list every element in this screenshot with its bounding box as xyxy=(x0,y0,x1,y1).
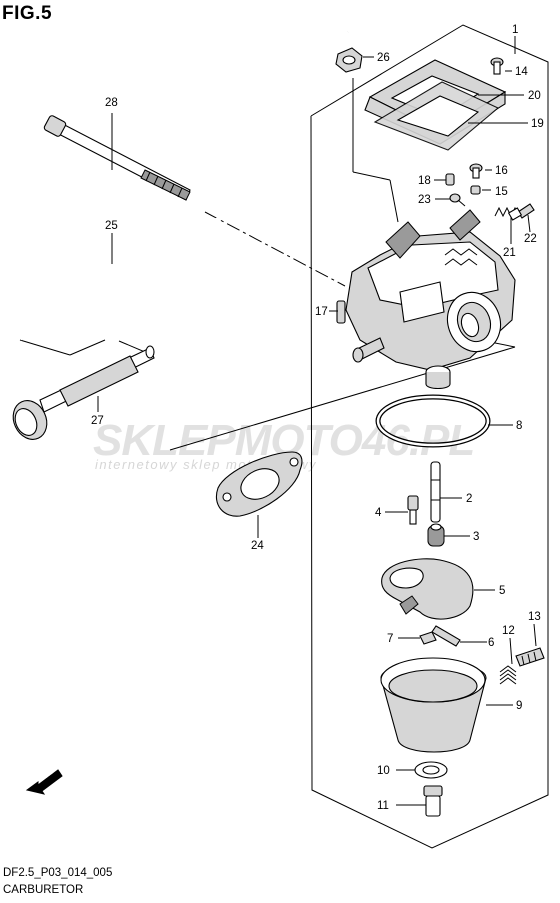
callout-labels: 1 2 3 4 5 6 7 8 9 10 11 12 13 14 15 16 1… xyxy=(91,24,544,812)
callout-26: 26 xyxy=(377,52,390,64)
callout-17: 17 xyxy=(315,306,328,318)
callout-28: 28 xyxy=(105,97,118,109)
diagram-name: CARBURETOR xyxy=(3,884,84,896)
part-13-screw xyxy=(515,647,545,667)
part-26-clip xyxy=(335,47,363,73)
part-17-screw xyxy=(336,300,346,324)
callout-2: 2 xyxy=(466,493,472,505)
callout-25: 25 xyxy=(105,220,118,232)
callout-20: 20 xyxy=(528,90,541,102)
callout-21: 21 xyxy=(503,247,516,259)
callout-13: 13 xyxy=(528,611,541,623)
part-19-gasket xyxy=(373,81,500,151)
part-11-drain-bolt xyxy=(423,785,443,817)
callout-7: 7 xyxy=(387,633,393,645)
callout-1: 1 xyxy=(512,24,518,36)
callout-15: 15 xyxy=(495,186,508,198)
callout-4: 4 xyxy=(375,507,382,519)
diagram-code: DF2.5_P03_014_005 xyxy=(3,867,113,879)
part-18-jet xyxy=(445,173,455,186)
part-10-washer xyxy=(414,761,448,779)
part-2-nozzle xyxy=(430,461,441,523)
part-24-gasket xyxy=(216,451,303,517)
callout-22: 22 xyxy=(524,233,537,245)
callout-16: 16 xyxy=(495,165,508,177)
callout-11: 11 xyxy=(377,800,389,812)
callout-6: 6 xyxy=(488,637,494,649)
part-3-grommet xyxy=(427,523,445,547)
callout-24: 24 xyxy=(251,540,264,552)
callout-9: 9 xyxy=(516,700,522,712)
callout-8: 8 xyxy=(516,420,522,432)
callout-18: 18 xyxy=(418,175,431,187)
callout-14: 14 xyxy=(515,66,528,78)
callout-23: 23 xyxy=(418,194,431,206)
part-8-o-ring xyxy=(375,394,491,448)
part-15-washer xyxy=(470,185,481,195)
callout-3: 3 xyxy=(473,531,479,543)
part-7-needle xyxy=(419,631,437,645)
assembly-boundary xyxy=(310,24,549,849)
part-5-float xyxy=(381,558,474,620)
part-6-pin xyxy=(431,625,461,647)
part-27-choke-knob xyxy=(12,345,155,440)
part-25-rod xyxy=(18,30,358,341)
part-4-jet xyxy=(407,495,419,525)
part-14-screw xyxy=(490,57,504,75)
callout-5: 5 xyxy=(499,585,505,597)
part-21-spring xyxy=(494,206,520,218)
part-9-float-bowl xyxy=(380,657,487,753)
part-16-screw xyxy=(469,163,483,179)
leader-lines xyxy=(97,56,537,806)
callout-12: 12 xyxy=(502,625,515,637)
part-12-spring xyxy=(499,665,517,685)
part-23-screw xyxy=(449,193,466,207)
callout-19: 19 xyxy=(531,118,544,130)
callout-27: 27 xyxy=(91,415,104,427)
part-22-screw xyxy=(507,203,535,221)
callout-10: 10 xyxy=(377,765,390,777)
fwd-direction-icon: FWD xyxy=(25,768,63,795)
part-28-bolt xyxy=(43,115,191,201)
carburetor-body xyxy=(345,209,516,390)
figure-title: FIG.5 xyxy=(2,3,53,24)
guide-lines xyxy=(19,78,516,451)
